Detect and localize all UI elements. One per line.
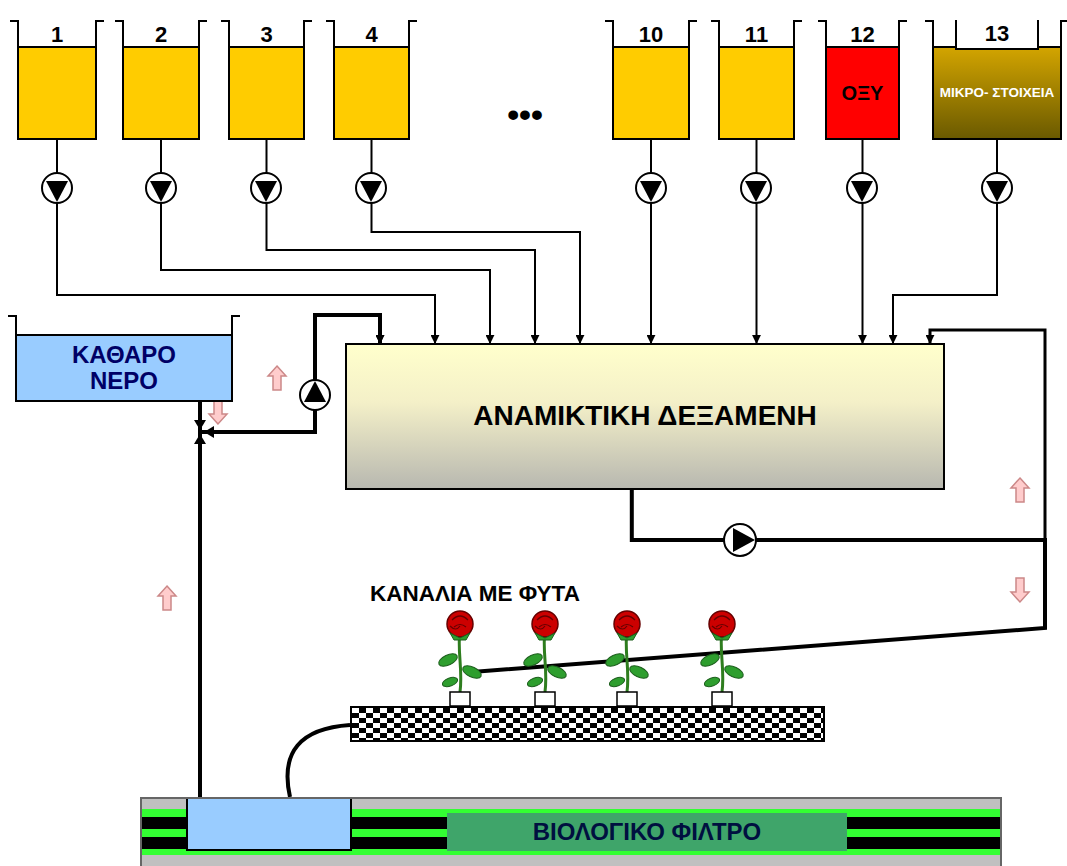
tank-liquid	[230, 46, 303, 138]
tank-lip	[10, 20, 17, 22]
tank-lip	[97, 20, 104, 22]
tank-content: ΜΙΚΡΟ- ΣΤΟΙΧΕΙΑ	[936, 86, 1058, 101]
channel-bar	[350, 706, 825, 742]
tank-liquid	[720, 46, 793, 138]
tank-label: ΚΑΘΑΡΟ ΝΕΡΟ	[49, 342, 199, 395]
tank-lip	[711, 20, 718, 22]
tank-lip	[200, 20, 207, 22]
mixing-tank: ΑΝΑΜΙΚΤΙΚΗ ΔΕΞΑΜΕΝΗ	[345, 343, 945, 490]
tank-lip	[326, 20, 333, 22]
tank-number: 10	[614, 23, 688, 47]
filter-label-box: ΒΙΟΛΟΓΙΚΟ ΦΙΛΤΡΟ	[447, 813, 847, 851]
pipe-connector	[161, 140, 490, 343]
dosing-tank: 13ΜΙΚΡΟ- ΣΤΟΙΧΕΙΑ	[932, 20, 1062, 140]
pipe-connector	[472, 490, 1045, 672]
channel-label: ΚΑΝΑΛΙΑ ΜΕ ΦΥΤΑ	[350, 582, 825, 607]
biological-filter: ΒΙΟΛΟΓΙΚΟ ΦΙΛΤΡΟ	[140, 797, 1002, 866]
dosing-tank: 3	[228, 20, 305, 140]
tank-number: 11	[720, 23, 793, 47]
pipe-connector	[650, 140, 652, 343]
tank-liquid: ΜΙΚΡΟ- ΣΤΟΙΧΕΙΑ	[934, 46, 1060, 138]
pipe-connector	[288, 725, 351, 797]
tank-water: ΚΑΘΑΡΟ ΝΕΡΟ	[17, 334, 231, 400]
ellipsis-label: •••	[480, 96, 570, 133]
tank-lip	[900, 20, 907, 22]
tank-lip	[690, 20, 697, 22]
pipe-connector	[372, 140, 581, 343]
pipe-connector	[893, 140, 997, 343]
tank-liquid: ΟΞΥ	[827, 46, 898, 138]
tank-lip	[8, 315, 15, 317]
tank-label: ΑΝΑΜΙΚΤΙΚΗ ΔΕΞΑΜΕΝΗ	[473, 401, 817, 432]
filter-label: ΒΙΟΛΟΓΙΚΟ ΦΙΛΤΡΟ	[533, 819, 761, 845]
tank-number: 4	[335, 23, 408, 47]
plant-channel: ΚΑΝΑΛΙΑ ΜΕ ΦΥΤΑ	[350, 582, 825, 745]
tank-number: 3	[230, 23, 303, 47]
tank-lip	[233, 315, 240, 317]
tank-liquid	[19, 46, 95, 138]
tank-lip	[1062, 20, 1067, 22]
dosing-tank: 1	[17, 20, 97, 140]
tank-liquid	[335, 46, 408, 138]
tank-lip	[925, 20, 932, 22]
dosing-tank: 4	[333, 20, 410, 140]
tank-lip	[605, 20, 612, 22]
pipe-connector	[267, 140, 536, 343]
tank-lip	[818, 20, 825, 22]
dosing-tank: 10	[612, 20, 690, 140]
tank-liquid	[124, 46, 198, 138]
tank-number: 13	[955, 20, 1039, 50]
tank-number: 2	[124, 23, 198, 47]
filter-water	[186, 799, 352, 851]
pipe-connector	[57, 140, 435, 343]
tank-lip	[305, 20, 312, 22]
dosing-tank: 2	[122, 20, 200, 140]
dosing-tank: 11	[718, 20, 795, 140]
tank-number: 1	[19, 23, 95, 47]
tank-lip	[410, 20, 417, 22]
tank-lip	[795, 20, 802, 22]
water-tank: ΚΑΘΑΡΟ ΝΕΡΟ	[15, 315, 233, 402]
pipe-connector	[756, 140, 758, 343]
tank-content: ΟΞΥ	[842, 82, 884, 104]
tank-lip	[115, 20, 122, 22]
tank-number: 12	[827, 23, 898, 47]
dosing-tank: 12ΟΞΥ	[825, 20, 900, 140]
pipe-connector	[862, 140, 864, 343]
tank-liquid	[614, 46, 688, 138]
tank-lip	[221, 20, 228, 22]
